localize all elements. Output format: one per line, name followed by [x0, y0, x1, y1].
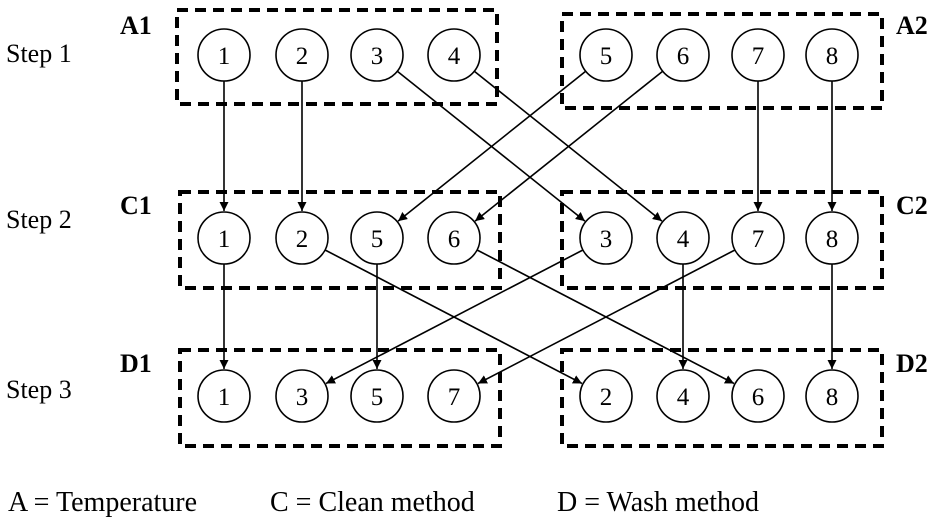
- group-label-c2: C2: [896, 191, 928, 220]
- group-box-d1: [178, 348, 502, 448]
- node-d2-8: 8: [805, 369, 859, 423]
- node-a1-2: 2: [275, 28, 329, 82]
- node-a2-6: 6: [656, 28, 710, 82]
- node-circle: [805, 28, 859, 82]
- group-box-c2: [560, 190, 884, 290]
- node-label: 1: [218, 384, 231, 411]
- node-a2-5: 5: [579, 28, 633, 82]
- node-d1-7: 7: [427, 369, 481, 423]
- node-circle: [656, 369, 710, 423]
- group-box-c1: [178, 190, 502, 290]
- node-circle: [275, 28, 329, 82]
- node-label: 3: [296, 384, 309, 411]
- step-2-label: Step 2: [6, 205, 72, 234]
- node-label: 3: [600, 226, 613, 253]
- node-label: 7: [752, 43, 765, 70]
- node-d1-1: 1: [197, 369, 251, 423]
- node-a1-3: 3: [350, 28, 404, 82]
- step-3-label: Step 3: [6, 375, 72, 404]
- node-circle: [731, 28, 785, 82]
- node-c1-2: 2: [275, 211, 329, 265]
- node-circle: [427, 211, 481, 265]
- node-c1-6: 6: [427, 211, 481, 265]
- group-label-d2: D2: [896, 349, 928, 378]
- node-a2-7: 7: [731, 28, 785, 82]
- node-circle: [579, 28, 633, 82]
- node-circle: [350, 211, 404, 265]
- node-circle: [731, 211, 785, 265]
- node-circle: [656, 211, 710, 265]
- node-d2-2: 2: [579, 369, 633, 423]
- node-label: 4: [448, 43, 461, 70]
- node-a1-4: 4: [427, 28, 481, 82]
- node-circle: [197, 369, 251, 423]
- node-circle: [197, 28, 251, 82]
- node-circle: [731, 369, 785, 423]
- node-label: 2: [600, 384, 613, 411]
- step-1-label: Step 1: [6, 39, 72, 68]
- edge-a2-5-to-c1-5: [397, 70, 587, 222]
- node-label: 4: [677, 226, 690, 253]
- group-box-a2: [560, 12, 884, 110]
- node-label: 6: [752, 384, 765, 411]
- node-label: 6: [448, 226, 461, 253]
- node-circle: [275, 211, 329, 265]
- node-c1-5: 5: [350, 211, 404, 265]
- edge-a2-6-to-c1-6: [474, 70, 664, 222]
- node-c1-1: 1: [197, 211, 251, 265]
- node-circle: [197, 211, 251, 265]
- legend-wash-method: D = Wash method: [557, 487, 759, 518]
- group-box-a1: [175, 8, 499, 106]
- node-circle: [275, 369, 329, 423]
- node-label: 4: [677, 384, 690, 411]
- node-label: 1: [218, 226, 231, 253]
- node-label: 2: [296, 226, 309, 253]
- edges: [219, 70, 837, 385]
- node-label: 8: [826, 384, 839, 411]
- node-circle: [579, 211, 633, 265]
- node-circle: [805, 211, 859, 265]
- nodes: 1 2 3 4 5 6 7 8 1 2 5 6 3 4 7 8 1 3 5 7 2 4 6 8: [197, 28, 859, 423]
- node-label: 2: [296, 43, 309, 70]
- group-box-d2: [560, 348, 884, 448]
- node-label: 8: [826, 226, 839, 253]
- node-label: 5: [600, 43, 613, 70]
- node-label: 1: [218, 43, 231, 70]
- node-circle: [427, 28, 481, 82]
- group-label-c1: C1: [120, 191, 152, 220]
- node-label: 5: [371, 384, 384, 411]
- node-c2-8: 8: [805, 211, 859, 265]
- node-d1-3: 3: [275, 369, 329, 423]
- edge-c2-3-to-d1-3: [325, 249, 584, 385]
- group-label-a2: A2: [896, 11, 928, 40]
- group-label-a1: A1: [120, 11, 152, 40]
- legend-temperature: A = Temperature: [8, 487, 197, 518]
- node-circle: [579, 369, 633, 423]
- node-c2-3: 3: [579, 211, 633, 265]
- group-label-d1: D1: [120, 349, 152, 378]
- node-label: 6: [677, 43, 690, 70]
- node-a2-8: 8: [805, 28, 859, 82]
- node-circle: [350, 369, 404, 423]
- node-d2-6: 6: [731, 369, 785, 423]
- node-label: 8: [826, 43, 839, 70]
- node-d1-5: 5: [350, 369, 404, 423]
- node-label: 5: [371, 226, 384, 253]
- node-circle: [427, 369, 481, 423]
- node-c2-7: 7: [731, 211, 785, 265]
- node-d2-4: 4: [656, 369, 710, 423]
- node-label: 7: [752, 226, 765, 253]
- node-circle: [656, 28, 710, 82]
- edge-c2-7-to-d1-7: [477, 249, 736, 385]
- node-label: 7: [448, 384, 461, 411]
- node-c2-4: 4: [656, 211, 710, 265]
- node-label: 3: [371, 43, 384, 70]
- node-a1-1: 1: [197, 28, 251, 82]
- legend-clean-method: C = Clean method: [270, 487, 475, 518]
- node-circle: [350, 28, 404, 82]
- node-circle: [805, 369, 859, 423]
